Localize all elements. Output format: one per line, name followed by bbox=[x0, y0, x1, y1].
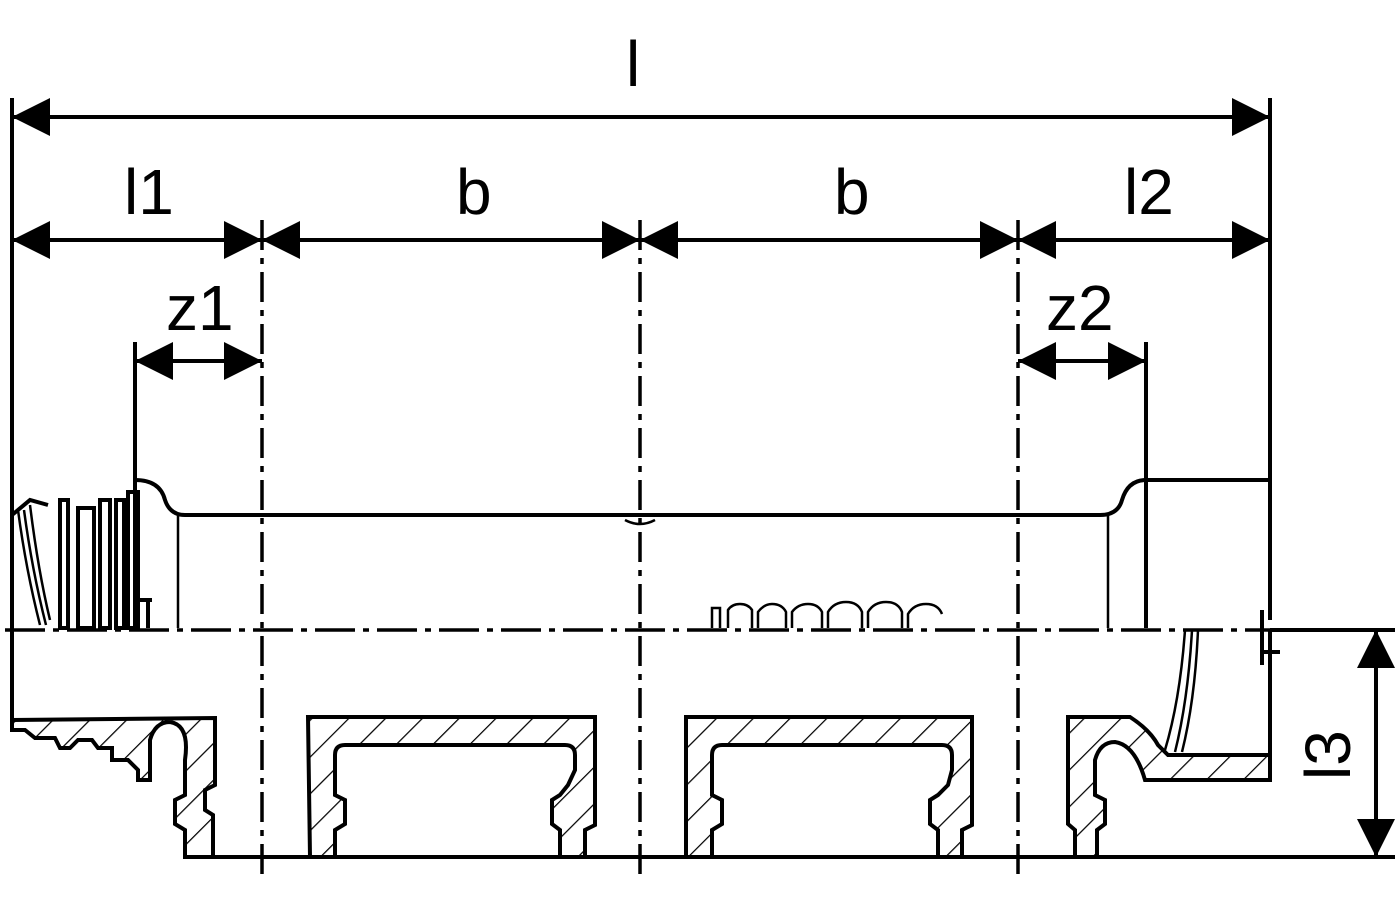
dimension-l3 bbox=[1100, 628, 1395, 859]
pipe-upper-half bbox=[133, 478, 1272, 628]
dimension-z1 bbox=[135, 342, 262, 380]
section-lines bbox=[260, 220, 1020, 880]
label-z2: z2 bbox=[1046, 272, 1114, 344]
label-l1: l1 bbox=[124, 156, 174, 228]
lower-middle-left-section bbox=[262, 715, 640, 859]
lower-middle-right-section bbox=[640, 715, 1018, 859]
label-z1: z1 bbox=[166, 272, 234, 344]
label-l3: l3 bbox=[1292, 730, 1364, 780]
heating-coil bbox=[710, 600, 944, 628]
left-connector-end bbox=[10, 490, 152, 630]
label-b-left: b bbox=[456, 156, 492, 228]
lower-left-section bbox=[10, 630, 262, 859]
dimension-row-segments bbox=[12, 221, 1270, 259]
dimension-z2 bbox=[1018, 342, 1146, 380]
label-l: l bbox=[626, 28, 640, 100]
lower-right-section bbox=[1018, 610, 1280, 859]
label-b-right: b bbox=[834, 156, 870, 228]
label-l2: l2 bbox=[1124, 156, 1174, 228]
dimension-l bbox=[12, 98, 1270, 136]
